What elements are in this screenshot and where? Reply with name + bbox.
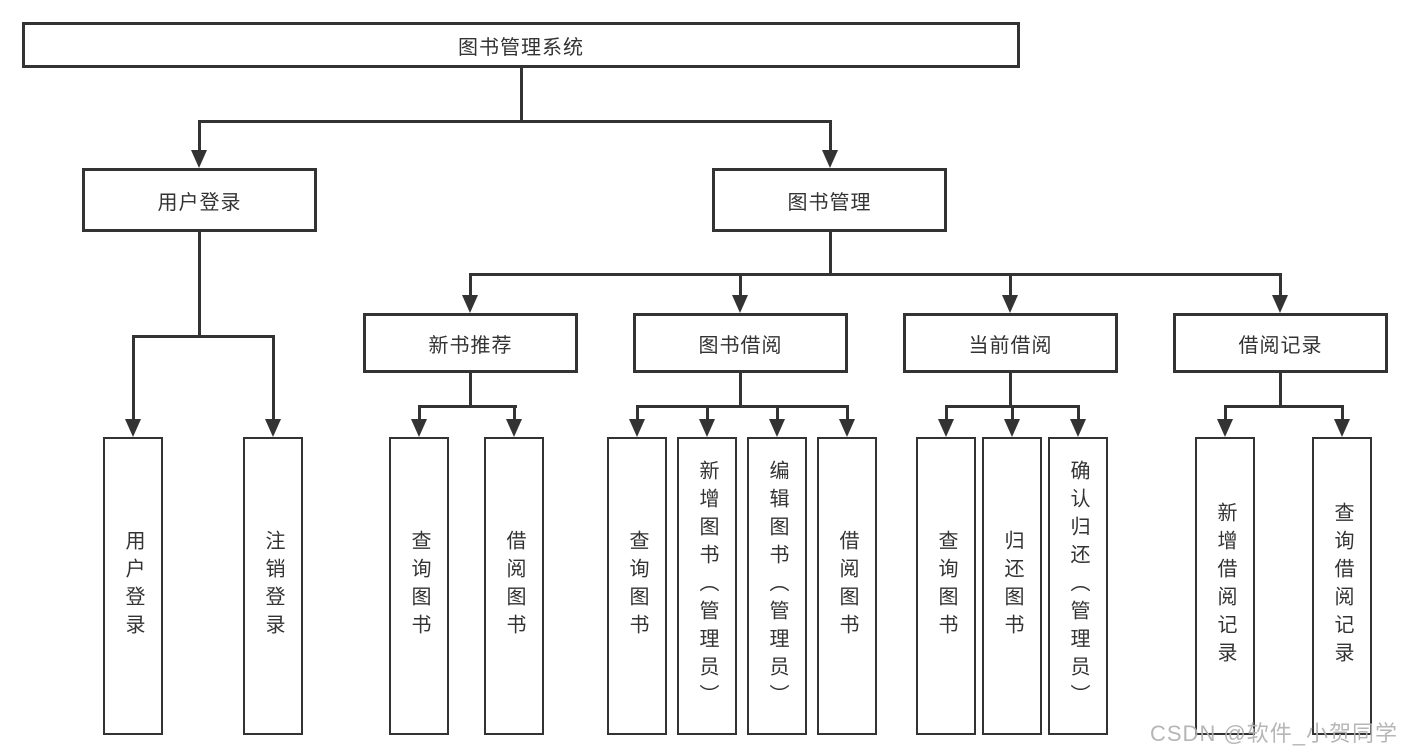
node-book-management: 图书管理: [712, 168, 947, 232]
arrowhead-icon: [1334, 419, 1350, 437]
connector-line: [417, 405, 421, 421]
arrowhead-icon: [411, 419, 427, 437]
leaf-borrow-book-recommend: 借阅图书: [484, 437, 544, 735]
connector-line: [944, 405, 948, 421]
leaf-query-borrow-record: 查询借阅记录: [1312, 437, 1372, 735]
connector-line: [1340, 405, 1344, 421]
watermark: CSDN @软件_小贺同学: [1150, 721, 1399, 746]
connector-line: [1008, 273, 1012, 297]
connector-line: [131, 335, 135, 421]
connector-line: [468, 373, 472, 405]
leaf-query-book-recommend: 查询图书: [389, 437, 449, 735]
node-book-borrow: 图书借阅: [633, 313, 848, 373]
connector-line: [1278, 273, 1282, 297]
leaf-borrow-book: 借阅图书: [817, 437, 877, 735]
arrowhead-icon: [1002, 295, 1018, 313]
connector-line: [775, 405, 779, 421]
connector-line: [197, 120, 832, 123]
connector-line: [705, 405, 709, 421]
arrowhead-icon: [1272, 295, 1288, 313]
arrowhead-icon: [699, 419, 715, 437]
node-user-login: 用户登录: [82, 168, 317, 232]
node-book-management-label: 图书管理: [787, 191, 872, 214]
connector-line: [271, 335, 275, 421]
leaf-query-current: 查询图书: [916, 437, 976, 735]
connector-line: [845, 405, 849, 421]
node-borrow-records: 借阅记录: [1173, 313, 1388, 373]
arrowhead-icon: [191, 150, 207, 168]
node-library-system-label: 图书管理系统: [458, 36, 584, 59]
arrowhead-icon: [822, 150, 838, 168]
connector-line: [828, 232, 832, 273]
connector-line: [1278, 373, 1282, 405]
leaf-query-book: 查询图书: [607, 437, 667, 735]
connector-line: [197, 120, 201, 152]
connector-line: [1223, 405, 1227, 421]
arrowhead-icon: [462, 295, 478, 313]
node-current-borrow-label: 当前借阅: [968, 334, 1053, 357]
node-current-borrow: 当前借阅: [903, 313, 1118, 373]
leaf-user-login: 用户登录: [103, 437, 163, 735]
connector-line: [512, 405, 516, 421]
connector-line: [635, 405, 849, 408]
node-new-book-recommend-label: 新书推荐: [428, 334, 513, 357]
connector-line: [635, 405, 639, 421]
connector-line: [519, 68, 523, 120]
connector-line: [131, 335, 275, 338]
node-book-borrow-label: 图书借阅: [698, 334, 783, 357]
node-library-system: 图书管理系统: [22, 22, 1020, 68]
arrowhead-icon: [1004, 419, 1020, 437]
connector-line: [1223, 405, 1344, 408]
connector-line: [197, 232, 201, 335]
connector-line: [1076, 405, 1080, 421]
leaf-edit-book-admin: 编辑图书（管理员）: [747, 437, 807, 735]
leaf-add-book-admin: 新增图书（管理员）: [677, 437, 737, 735]
arrowhead-icon: [629, 419, 645, 437]
node-user-login-label: 用户登录: [157, 191, 242, 214]
leaf-add-borrow-record: 新增借阅记录: [1195, 437, 1255, 735]
arrowhead-icon: [839, 419, 855, 437]
leaf-logout: 注销登录: [243, 437, 303, 735]
connector-line: [468, 273, 472, 297]
node-borrow-records-label: 借阅记录: [1238, 334, 1323, 357]
leaf-confirm-return-admin: 确认归还（管理员）: [1048, 437, 1108, 735]
connector-line: [1008, 373, 1012, 405]
arrowhead-icon: [265, 419, 281, 437]
leaf-return-book: 归还图书: [982, 437, 1042, 735]
node-new-book-recommend: 新书推荐: [363, 313, 578, 373]
connector-line: [738, 373, 742, 405]
connector-line: [1010, 405, 1014, 421]
arrowhead-icon: [125, 419, 141, 437]
arrowhead-icon: [732, 295, 748, 313]
connector-line: [417, 405, 517, 408]
connector-line: [468, 273, 1282, 276]
arrowhead-icon: [506, 419, 522, 437]
connector-line: [738, 273, 742, 297]
arrowhead-icon: [769, 419, 785, 437]
arrowhead-icon: [1070, 419, 1086, 437]
connector-line: [828, 120, 832, 152]
arrowhead-icon: [938, 419, 954, 437]
arrowhead-icon: [1217, 419, 1233, 437]
